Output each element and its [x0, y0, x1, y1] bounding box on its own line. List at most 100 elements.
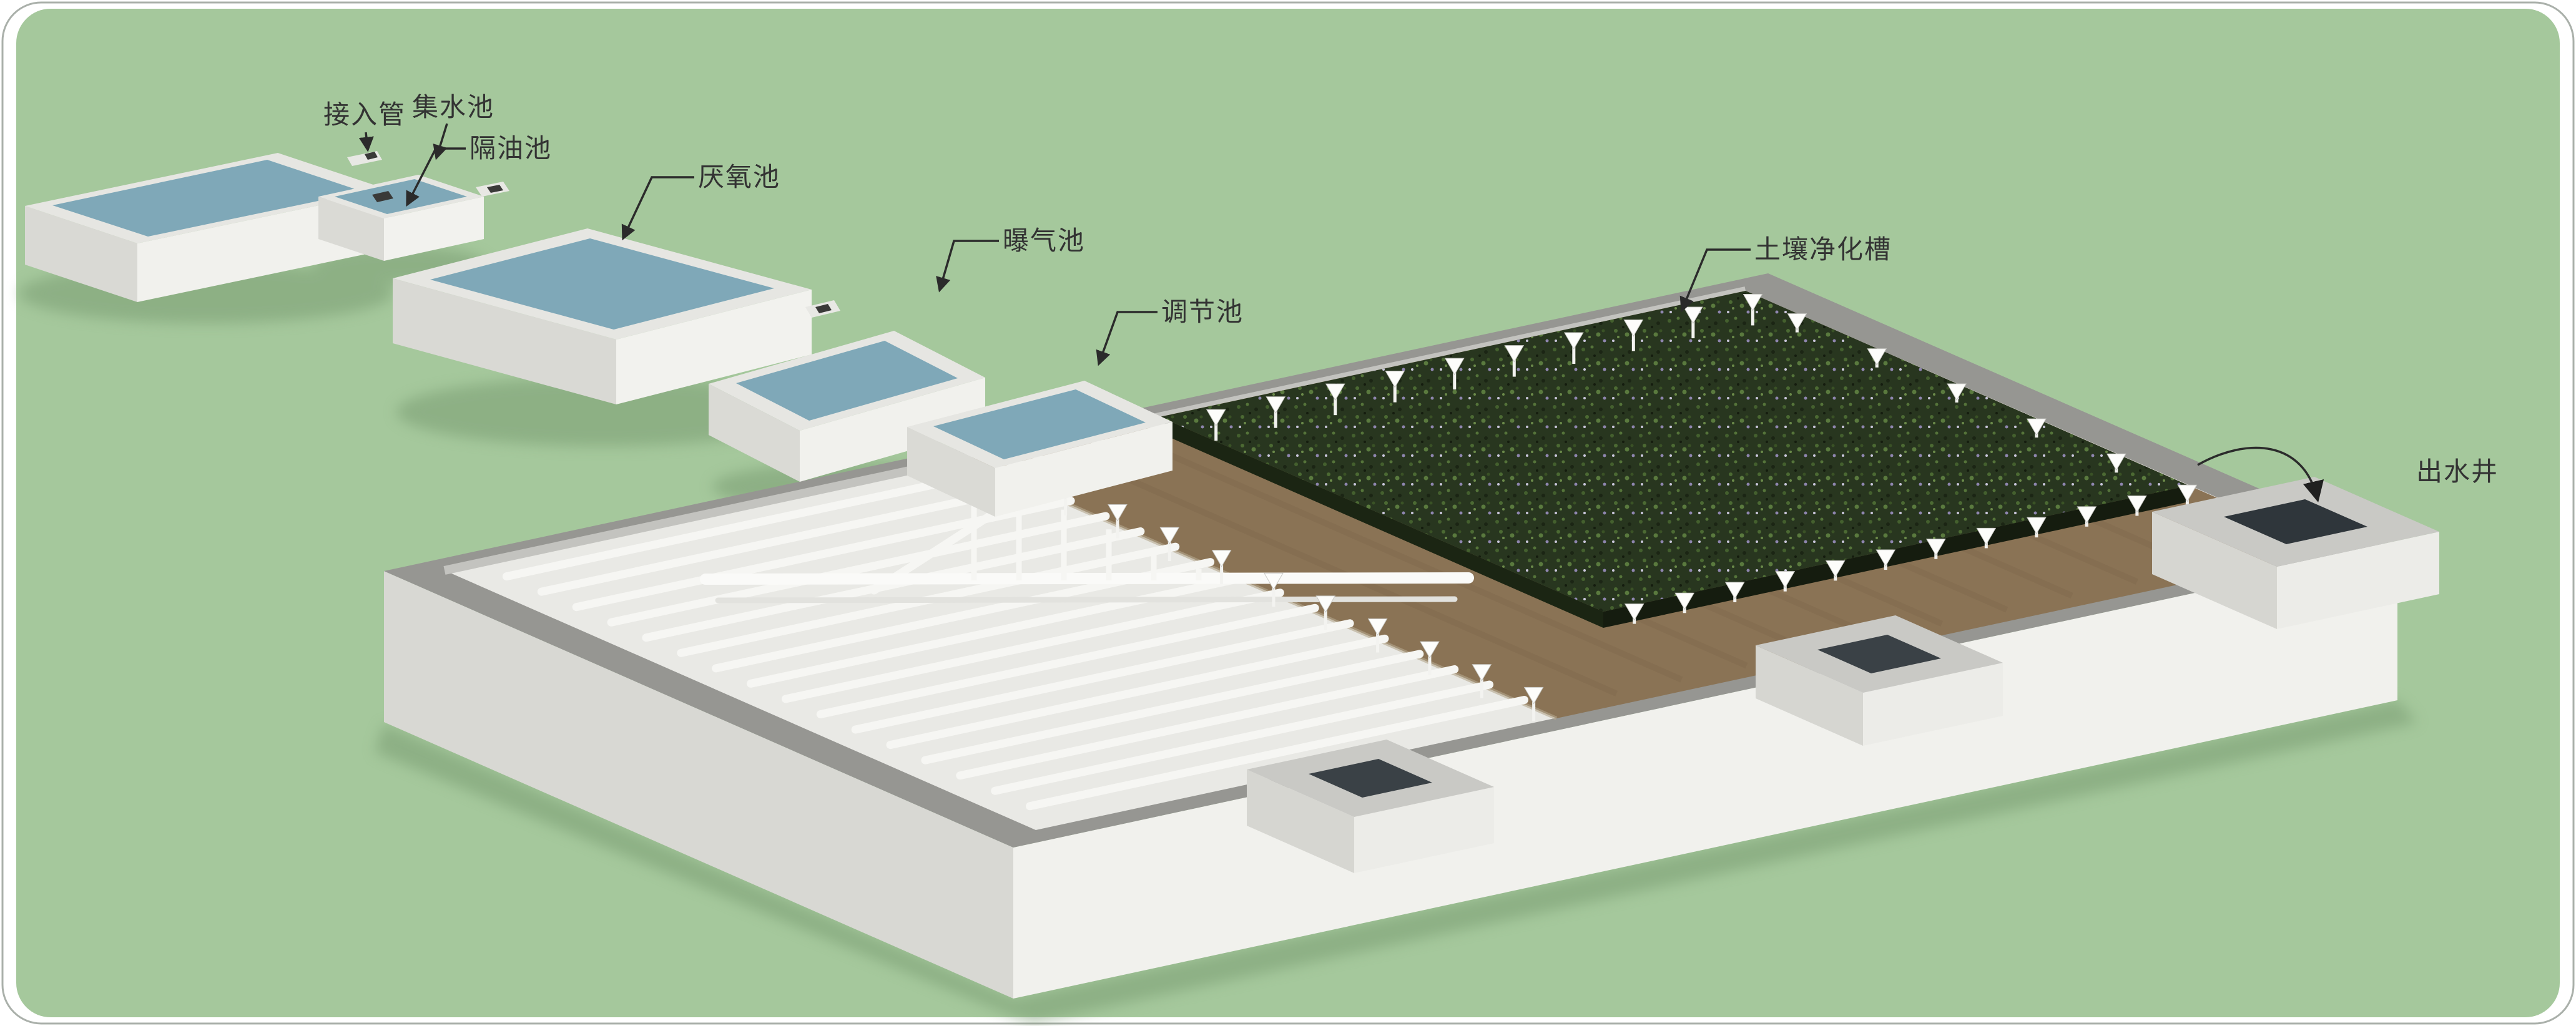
vent-cone — [1775, 571, 1796, 589]
annotations: 接入管 集水池 隔油池 厌氧池 曝气池 调节池 土壤净化槽 出水井 — [323, 92, 2499, 487]
vent-cone — [1624, 603, 1644, 621]
infiltration-pipe-lateral — [921, 650, 1424, 765]
grease-trap-leader — [406, 147, 466, 207]
regulating-tank-label: 调节池 — [1161, 296, 1244, 327]
infiltration-pipe-lateral — [886, 634, 1389, 750]
vent-cone — [1867, 348, 1887, 366]
vent-cone — [1925, 539, 1946, 556]
aeration-tank-label: 曝气池 — [1003, 225, 1085, 256]
infiltration-pipe-lateral — [747, 573, 1249, 688]
pool-left-wall — [318, 197, 384, 261]
well-opening — [2224, 499, 2367, 544]
pool-water — [335, 179, 467, 214]
pipe-opening — [815, 304, 832, 313]
manifold-pipe — [700, 572, 1474, 585]
pool-right-wall — [384, 197, 484, 261]
well-left-face — [2152, 512, 2277, 629]
aeration-tank-leader — [936, 240, 999, 293]
well-left-face — [1756, 645, 1863, 746]
anaerobic-tank-label: 厌氧池 — [698, 162, 780, 192]
infiltration-pipe-lateral — [816, 603, 1319, 718]
inlet-pipe-leader — [358, 132, 374, 152]
soil-trench-leader — [1679, 248, 1751, 313]
vegetation-texture — [1160, 291, 2189, 612]
infiltration-pipe-lateral — [607, 512, 1110, 627]
infiltration-pipe-lateral — [502, 466, 1005, 581]
vent-cone — [1206, 409, 1226, 427]
grease-trap-pool — [318, 175, 484, 261]
vent-cone — [1504, 345, 1525, 363]
vent-cone — [1264, 572, 1284, 590]
vent-cone — [1976, 527, 1997, 545]
vent-cone — [2027, 418, 2047, 436]
soil-purification-trench-label: 土壤净化槽 — [1754, 234, 1892, 265]
infiltration-pipe-lateral — [642, 527, 1145, 642]
pool-left-wall — [393, 278, 616, 404]
well-front-face — [1863, 663, 2003, 746]
pipe-opening — [365, 152, 378, 160]
infiltration-pipe-lateral — [781, 589, 1284, 703]
vent-cone-rows — [1003, 293, 2198, 721]
inspection-well-2 — [1756, 615, 2003, 746]
anaerobic-tank-leader — [621, 176, 694, 241]
vent-cone — [1325, 383, 1345, 401]
infiltration-pipe-lateral — [537, 481, 1040, 596]
pool-water — [736, 341, 958, 421]
vent-cone — [1211, 550, 1232, 567]
pool-water — [430, 238, 774, 330]
vent-cone — [1472, 664, 1492, 682]
infiltration-pipe-lateral — [991, 680, 1494, 795]
vent-cone — [2127, 496, 2147, 513]
vent-cone — [2026, 517, 2047, 535]
vent-cone — [1787, 313, 1807, 331]
vent-cone — [1159, 527, 1180, 545]
vent-cone — [2106, 453, 2126, 471]
vent-cone — [1563, 332, 1584, 350]
infiltration-pipe-array — [502, 466, 1528, 811]
collection-tank-label: 集水池 — [412, 92, 494, 122]
outlet-well-label: 出水井 — [2416, 456, 2499, 487]
outlet-pipe-arrow — [2197, 446, 2324, 502]
outlet-well-structure — [2152, 446, 2439, 629]
vent-cone — [1266, 396, 1286, 414]
pool-left-wall — [25, 206, 137, 302]
vent-cone — [2177, 484, 2198, 502]
vent-cone — [1523, 686, 1544, 705]
soil-purification-basin — [384, 273, 2439, 999]
vent-cone — [1947, 383, 1967, 401]
inlet-pipe-label: 接入管 — [323, 99, 406, 130]
vegetation-left-face — [1160, 417, 1603, 628]
vent-cone — [1875, 549, 1896, 567]
well-left-face — [1247, 770, 1354, 873]
collection-tank-leader — [433, 123, 448, 160]
vent-cone — [1444, 358, 1465, 376]
anaerobic-pool — [393, 228, 812, 404]
infiltration-pipe-lateral — [851, 619, 1354, 734]
vent-cone — [1108, 504, 1128, 522]
well-opening — [1817, 635, 1941, 673]
vent-cone — [1385, 371, 1405, 388]
basin-front-left-wall — [384, 571, 1013, 999]
inspection-well-1 — [1247, 740, 1494, 873]
pool-connector-pipe — [476, 182, 509, 197]
soil-furrow — [1059, 446, 1618, 697]
regulating-pool — [907, 381, 1172, 517]
vent-cone — [1315, 595, 1336, 613]
well-front-face — [1354, 787, 1494, 873]
vent-cone — [2077, 506, 2097, 524]
vent-cone — [1743, 293, 1763, 311]
basin-front-right-wall — [1013, 549, 2397, 999]
pool-right-wall — [800, 378, 985, 482]
vent-cone — [1420, 641, 1440, 659]
pool-connector-opening — [372, 191, 393, 202]
pool-water — [933, 389, 1146, 459]
pool-right-wall — [995, 422, 1172, 517]
pool-left-wall — [709, 384, 800, 482]
pool-connector-pipe — [805, 300, 840, 318]
pool-water — [52, 160, 363, 237]
well-front-face — [2277, 532, 2439, 629]
vent-cone — [1367, 618, 1388, 636]
pool-left-wall — [907, 427, 995, 517]
infiltration-pipe-lateral — [1026, 696, 1528, 811]
